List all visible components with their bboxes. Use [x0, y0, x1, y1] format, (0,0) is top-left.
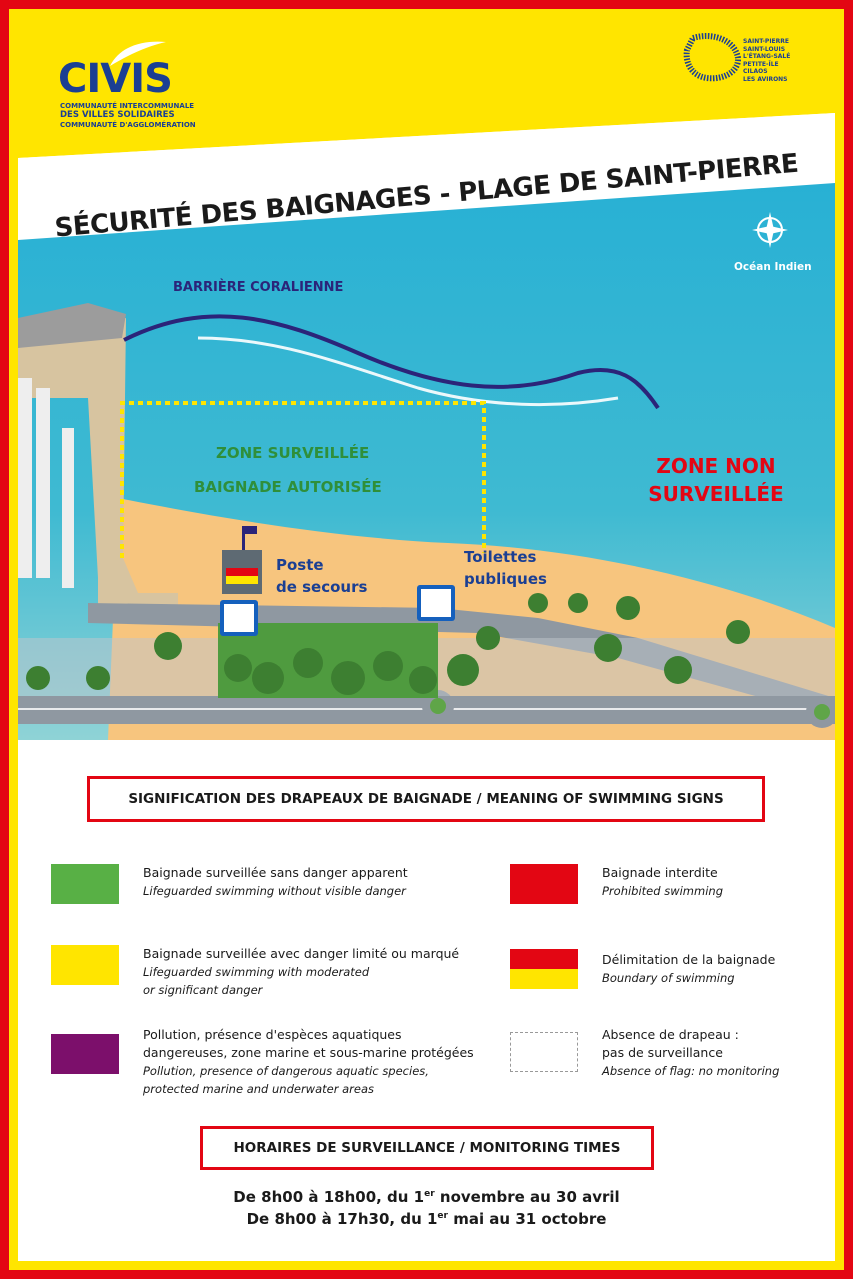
civis-logo: CIVIS COMMUNAUTÉ INTERCOMMUNALE DES VILL…	[58, 38, 196, 148]
island-map-icon	[683, 33, 741, 82]
partner-logo: SAINT-PIERRE SAINT-LOUIS L'ÉTANG-SALÉ PE…	[683, 32, 803, 92]
legend-fr: Délimitation de la baignade	[602, 952, 776, 967]
logo-wordmark: CIVIS	[58, 56, 173, 102]
red-flag-swatch	[510, 864, 578, 904]
partner-towns: SAINT-PIERRE SAINT-LOUIS L'ÉTANG-SALÉ PE…	[743, 38, 791, 83]
marina-boats	[18, 378, 74, 588]
legend-fr: Baignade surveillée sans danger apparent	[143, 865, 408, 880]
toilets-label-1: Toilettes	[464, 548, 537, 566]
legend-fr-2: pas de surveillance	[602, 1045, 723, 1060]
header-band	[18, 18, 835, 240]
beach-map	[18, 168, 835, 740]
monitoring-hours: De 8h00 à 18h00, du 1er novembre au 30 a…	[18, 1186, 835, 1230]
legend-en-2: protected marine and underwater areas	[143, 1082, 374, 1096]
legend-fr-2: dangereuses, zone marine et sous-marine …	[143, 1045, 474, 1060]
logo-subline-2: DES VILLES SOLIDAIRES	[60, 110, 175, 120]
hours-title: HORAIRES DE SURVEILLANCE / MONITORING TI…	[200, 1126, 654, 1170]
poster-panel: CIVIS COMMUNAUTÉ INTERCOMMUNALE DES VILL…	[18, 18, 835, 1261]
green-flag-swatch	[51, 864, 119, 904]
compass-icon	[752, 212, 788, 248]
rescue-post	[222, 526, 262, 594]
rescue-post-label-2: de secours	[276, 578, 368, 596]
legend-en: Boundary of swimming	[602, 971, 735, 985]
legend-en-2: or significant danger	[143, 983, 263, 997]
legend-fr-1: Pollution, présence d'espèces aquatiques	[143, 1027, 402, 1042]
toilets-icon-left	[220, 600, 258, 636]
zone-unsupervised-line1: ZONE NON	[656, 454, 776, 478]
legend-fr: Baignade interdite	[602, 865, 718, 880]
legend-en-1: Pollution, presence of dangerous aquatic…	[143, 1064, 429, 1078]
legend-en: Absence of flag: no monitoring	[602, 1064, 780, 1078]
legend-en: Prohibited swimming	[602, 884, 723, 898]
red-yellow-flag-swatch	[510, 949, 578, 989]
zone-supervised-line1: ZONE SURVEILLÉE	[216, 444, 370, 462]
zone-unsupervised-line2: SURVEILLÉE	[648, 482, 784, 506]
harbor-jetty	[18, 318, 178, 618]
legend-en-1: Lifeguarded swimming with moderated	[143, 965, 370, 979]
rescue-post-label-1: Poste	[276, 556, 324, 574]
hours-line-2: De 8h00 à 17h30, du 1er mai au 31 octobr…	[246, 1210, 607, 1228]
flags-legend-title: SIGNIFICATION DES DRAPEAUX DE BAIGNADE /…	[87, 776, 765, 822]
reef-label: BARRIÈRE CORALIENNE	[173, 280, 344, 295]
zone-supervised-line2: BAIGNADE AUTORISÉE	[194, 478, 382, 496]
logo-swoosh-icon	[110, 41, 166, 66]
legend-fr: Baignade surveillée avec danger limité o…	[143, 946, 460, 961]
trees	[26, 593, 750, 695]
purple-flag-swatch	[51, 1034, 119, 1074]
toilets-label-2: publiques	[464, 570, 547, 588]
reef-line	[123, 314, 660, 410]
jetty-rocks	[18, 303, 126, 348]
hours-line-1: De 8h00 à 18h00, du 1er novembre au 30 a…	[233, 1188, 620, 1206]
logo-subline-1: COMMUNAUTÉ INTERCOMMUNALE	[60, 102, 195, 110]
no-flag-swatch	[510, 1032, 578, 1072]
toilets-icon-right	[417, 585, 455, 621]
legend-en: Lifeguarded swimming without visible dan…	[143, 884, 406, 898]
yellow-flag-swatch	[51, 945, 119, 985]
logo-subline-3: COMMUNAUTÉ D'AGGLOMÉRATION	[60, 121, 196, 129]
supervised-zone-boundary	[120, 401, 486, 558]
ocean-label: Océan Indien	[734, 261, 812, 273]
legend-fr-1: Absence de drapeau :	[602, 1027, 739, 1042]
